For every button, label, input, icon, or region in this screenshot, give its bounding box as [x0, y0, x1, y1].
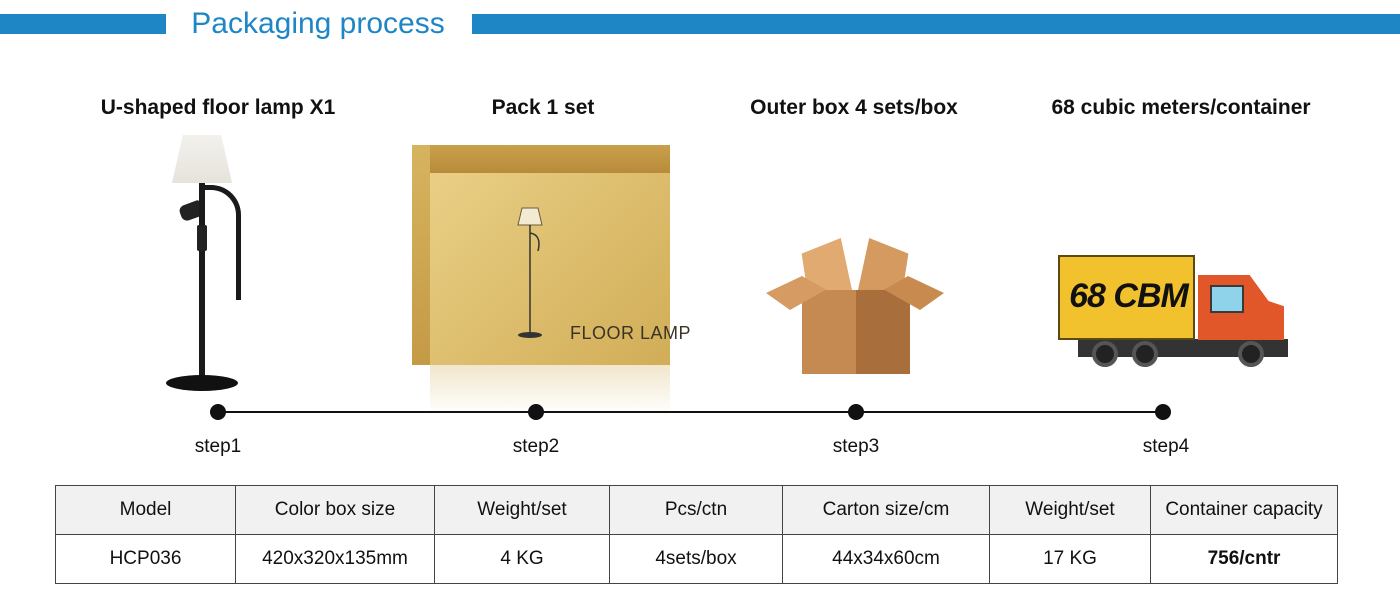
timeline-dot-step2 — [528, 404, 544, 420]
step4-title: 68 cubic meters/container — [1051, 96, 1311, 119]
timeline-line — [218, 411, 1163, 413]
truck-wheel — [1092, 341, 1118, 367]
step3-label: step3 — [832, 436, 880, 457]
step1-label: step1 — [194, 436, 242, 457]
table-header-cell: Pcs/ctn — [609, 485, 783, 535]
table-cell: 4sets/box — [609, 534, 783, 584]
step2-label: step2 — [512, 436, 560, 457]
table-row: HCP036 420x320x135mm 4 KG 4sets/box 44x3… — [55, 534, 1338, 584]
table-cell: 44x34x60cm — [782, 534, 990, 584]
truck-wheel — [1132, 341, 1158, 367]
table-header-cell: Carton size/cm — [782, 485, 990, 535]
truck-icon: 68 CBM — [1058, 255, 1293, 370]
timeline-dot-step3 — [848, 404, 864, 420]
carton-front-left — [802, 290, 856, 374]
table-cell: 4 KG — [434, 534, 610, 584]
header-bar-right — [472, 14, 1400, 34]
header-bar-left — [0, 14, 166, 34]
open-carton-icon — [766, 238, 946, 378]
page-title: Packaging process — [191, 7, 445, 40]
color-box-reflection — [430, 365, 670, 415]
lamp-switch — [197, 225, 207, 251]
lamp-base — [166, 375, 238, 391]
table-cell: HCP036 — [55, 534, 236, 584]
table-header-cell: Container capacity — [1150, 485, 1338, 535]
step2-title: Pack 1 set — [491, 96, 595, 119]
table-cell: 756/cntr — [1150, 534, 1338, 584]
color-box-top — [430, 145, 670, 173]
truck-cargo-label: 68 CBM — [1069, 277, 1189, 315]
truck-chassis — [1078, 339, 1288, 357]
table-cell: 420x320x135mm — [235, 534, 435, 584]
truck-cargo: 68 CBM — [1058, 255, 1195, 340]
floor-lamp-icon — [160, 125, 280, 400]
carton-front-right — [856, 290, 910, 374]
step1-title: U-shaped floor lamp X1 — [100, 96, 336, 119]
timeline-dot-step1 — [210, 404, 226, 420]
step3-title: Outer box 4 sets/box — [750, 96, 958, 119]
truck-window — [1210, 285, 1244, 313]
lamp-pole — [199, 183, 205, 383]
table-header-cell: Model — [55, 485, 236, 535]
step4-label: step4 — [1142, 436, 1190, 457]
table-header-cell: Weight/set — [434, 485, 610, 535]
table-header-row: Model Color box size Weight/set Pcs/ctn … — [55, 485, 1338, 535]
color-box-label: FLOOR LAMP — [570, 323, 692, 343]
lamp-arm — [204, 185, 241, 300]
color-box-icon: FLOOR LAMP — [412, 145, 691, 365]
timeline-dot-step4 — [1155, 404, 1171, 420]
spec-table: Model Color box size Weight/set Pcs/ctn … — [55, 485, 1338, 584]
truck-wheel — [1238, 341, 1264, 367]
color-box-side — [412, 145, 430, 365]
lamp-shade — [172, 135, 232, 183]
table-header-cell: Weight/set — [989, 485, 1151, 535]
color-box-front: FLOOR LAMP — [430, 173, 691, 365]
table-cell: 17 KG — [989, 534, 1151, 584]
table-header-cell: Color box size — [235, 485, 435, 535]
color-box-lamp-print — [517, 207, 543, 338]
